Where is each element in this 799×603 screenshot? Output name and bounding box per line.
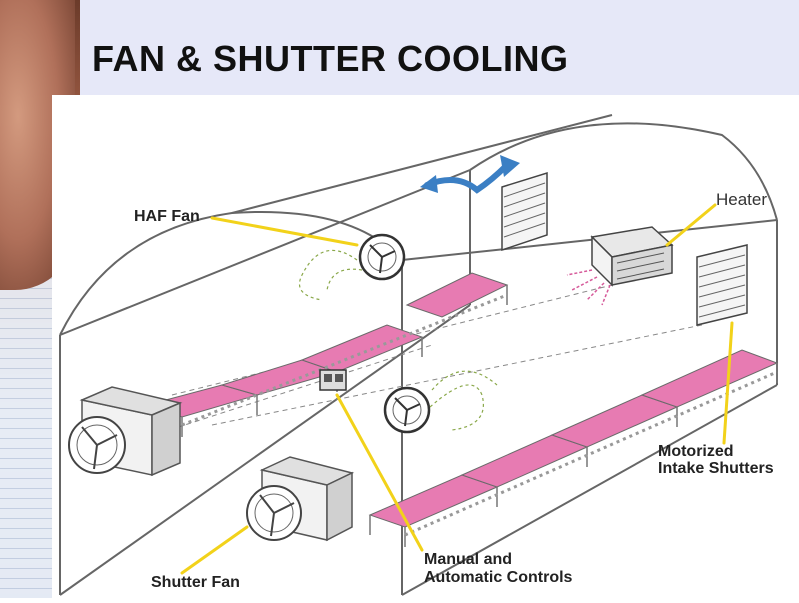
- leader-heater: [665, 203, 717, 247]
- control-box: [319, 369, 347, 391]
- leader-lines: [180, 203, 734, 575]
- greenhouse-illustration: [52, 95, 799, 598]
- intake-shutter-right: [696, 244, 748, 326]
- label-controls-line1: Manual and: [424, 551, 513, 568]
- label-heater: Heater: [716, 190, 768, 209]
- leader-shutters-1: [722, 321, 734, 445]
- title-band: [80, 0, 799, 95]
- label-controls-line2: Automatic Controls: [424, 569, 573, 586]
- leader-controls: [335, 393, 424, 552]
- label-motorized-line2: Intake Shutters: [658, 460, 774, 477]
- shutter-fan-right: [246, 456, 355, 542]
- intake-shutter-back: [501, 171, 548, 252]
- heat-flow-arrows: [566, 269, 611, 306]
- leader-haf-fan: [210, 216, 359, 247]
- label-shutter-fan: Shutter Fan: [151, 574, 240, 591]
- label-haf-fan: HAF Fan: [134, 208, 200, 225]
- haf-fan-lower: [383, 370, 498, 434]
- greenhouse-diagram: [52, 95, 799, 598]
- air-flow-arrows: [420, 155, 520, 194]
- leader-shutter-fan: [180, 525, 249, 575]
- label-motorized-line1: Motorized: [658, 443, 734, 460]
- slide-title: FAN & SHUTTER COOLING: [92, 38, 569, 79]
- heater-unit: [590, 226, 674, 287]
- haf-fan-upper: [298, 233, 406, 301]
- shutter-fan-left: [68, 386, 183, 477]
